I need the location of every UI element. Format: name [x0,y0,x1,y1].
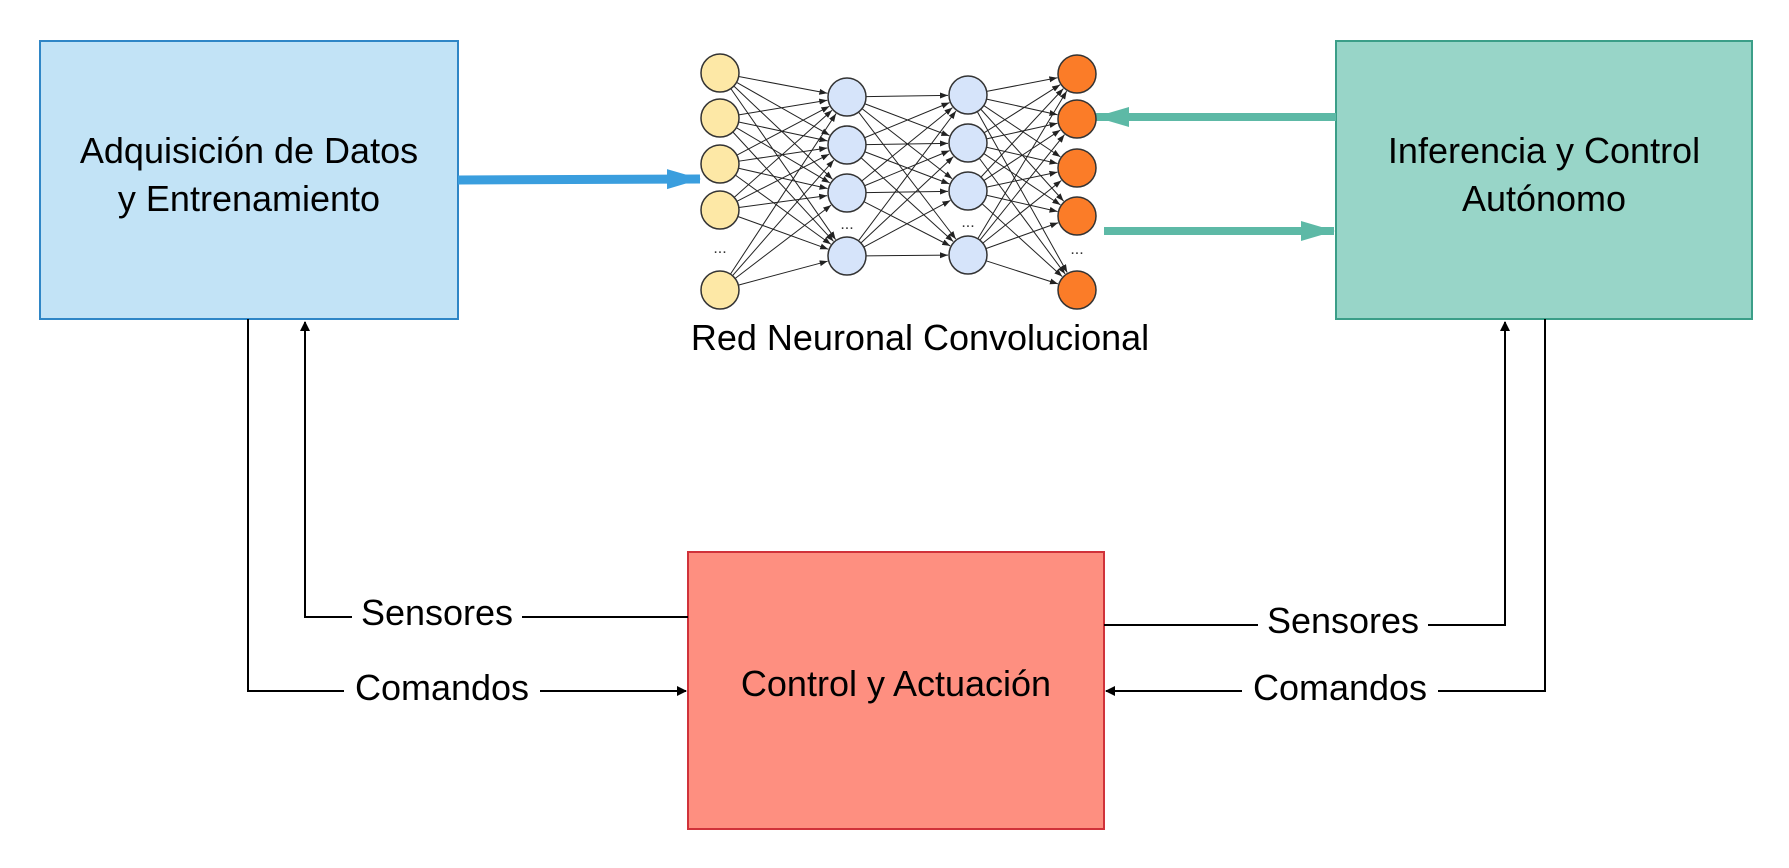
neural-connection [738,167,828,190]
data-acquisition-box: Adquisición de Datos y Entrenamiento [39,40,459,320]
neural-connection [865,188,949,195]
hidden-2-neuron [948,123,988,163]
neural-connection [983,84,1061,134]
input-neuron [700,270,740,310]
hidden-1-neuron [827,236,867,276]
blue-arrow-to-network [457,169,701,190]
output-layer-ellipsis: ... [1070,241,1083,258]
neural-connection [986,98,1058,116]
neural-connection [863,200,951,248]
neural-connection [738,260,828,286]
neural-connection [732,159,835,277]
output-neuron [1057,54,1097,94]
neural-connection [738,121,828,143]
neural-connection [978,157,1066,275]
neural-connection [738,98,828,116]
neural-network-neurons [700,53,1097,310]
neural-connection [858,110,957,242]
hidden-1-neuron [827,125,867,165]
neural-connection [864,150,950,187]
neural-connection [986,194,1058,213]
input-layer-ellipsis: ... [713,240,726,257]
neural-connection [979,134,1065,241]
neural-connection [981,203,1063,277]
hidden-2-neuron [948,171,988,211]
neural-connection [734,204,832,279]
neural-connection [980,88,1064,178]
input-neuron [700,190,740,230]
neural-connection [730,113,837,275]
neural-connection [736,81,830,136]
hidden-2-neuron [948,235,988,275]
control-actuation-label: Control y Actuación [741,663,1051,704]
input-neuron [700,144,740,184]
inference-control-box: Inferencia y Control Autónomo [1335,40,1753,320]
neural-connection [738,76,828,95]
neural-connection [986,170,1058,188]
neural-network-label: Red Neuronal Convolucional [691,317,1149,358]
neural-connection [860,156,954,244]
input-neuron [700,98,740,138]
neural-connection [986,76,1058,92]
neural-connection [738,193,828,208]
right-sensors-label: Sensores [1267,600,1419,641]
neural-connection [736,153,830,202]
neural-connection [985,260,1059,285]
neural-connection [736,105,830,156]
hidden-1-neuron [827,77,867,117]
output-neuron [1057,99,1097,139]
left-sensors-label: Sensores [361,592,513,633]
neural-connection [977,90,1068,239]
output-neuron [1057,148,1097,188]
neural-connection [861,107,953,182]
left-sensors-connector [300,321,688,618]
neural-connection [732,131,834,242]
inference-label-line2: Autónomo [1462,178,1626,219]
neural-connection [735,174,832,245]
data-acquisition-label-line2: y Entrenamiento [118,178,380,219]
neural-connection [985,222,1059,250]
output-neuron [1057,196,1097,236]
hidden-1-neuron [827,173,867,213]
inference-label-line1: Inferencia y Control [1388,130,1700,171]
neural-connection [733,109,833,198]
output-neuron [1057,270,1097,310]
neural-connection [737,216,829,250]
input-neuron [700,53,740,93]
neural-connection [986,122,1058,140]
neural-connection [733,85,833,180]
hidden-layer-2-ellipsis: ... [961,214,974,231]
right-sensors-connector [1104,321,1510,626]
data-acquisition-label-line1: Adquisición de Datos [80,130,418,171]
neural-connection [865,92,949,99]
hidden-2-neuron [948,75,988,115]
control-actuation-box: Control y Actuación [687,551,1105,830]
neural-network-graphic: ... ... ... ... [700,53,1097,310]
neural-connection [864,102,950,139]
neural-connection [976,111,1068,273]
hidden-layer-1-ellipsis: ... [840,216,853,233]
neural-network-connections [730,76,1068,286]
right-commands-label: Comandos [1253,667,1427,708]
neural-connection [865,252,949,259]
left-commands-label: Comandos [355,667,529,708]
neural-connection [982,180,1062,244]
neural-connection [983,129,1061,181]
neural-connection [736,127,831,184]
